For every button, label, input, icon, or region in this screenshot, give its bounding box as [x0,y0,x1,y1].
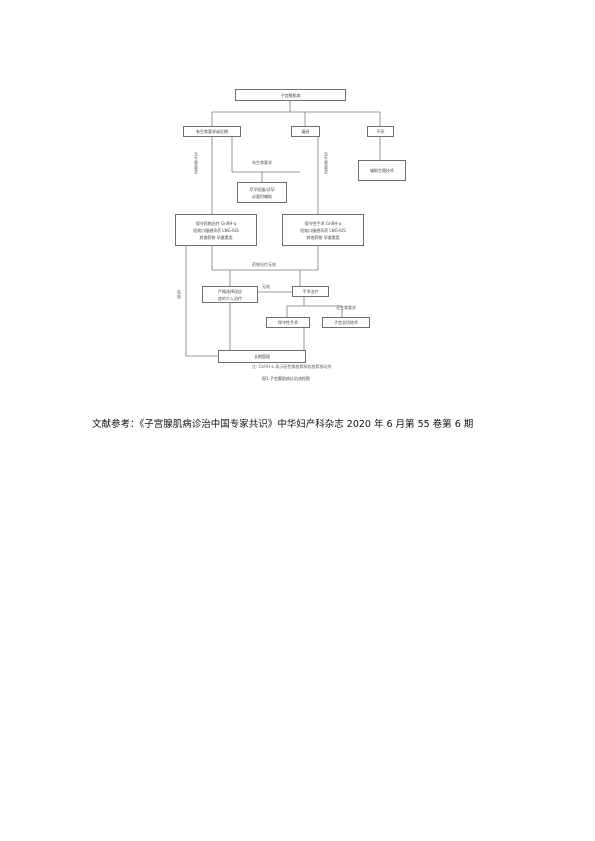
box-intervention: 严格选择适应 症的介入治疗 [202,286,258,303]
box-conservative-surgery: 保守性手术 [266,317,310,328]
box-followup: 长期管理 [218,350,306,363]
box-infertile: 不孕 [367,126,394,137]
box-pregnancy: 尽早妊娠/试孕 必要时辅助 [237,182,287,203]
label-has-fertility: 有生育要求 [252,160,272,165]
label-no-fertility-left: 无生育要求 [194,152,199,175]
label-invalid: 无效 [262,284,270,289]
box-pain: 痛经 [291,126,320,137]
figure-caption: 图1 子宫腺肌病诊治流程图 [262,376,310,381]
label-no-fertility-small: 无生育要求 [336,305,356,310]
figure-note: 注: GnRH-a 表示促性腺激素释放激素激动剂 [252,364,332,369]
label-side: 有效 [177,290,182,299]
box-adenomyosis: 子宫腺肌病 [235,89,346,101]
box-medical-right: 保守性手术 GnRH-a 短效口服避孕药 LNG-IUS 其他药物 孕激素类 [282,214,364,246]
box-medical-left: 保守药物治疗 GnRH-a 短效口服避孕药 LNG-IUS 其他药物 孕激素类 [175,214,257,246]
label-no-fertility-right: 无生育要求 [324,152,329,175]
box-fertility: 有生育要求或近期 [183,126,241,137]
label-drug-fail: 药物治疗无效 [252,262,276,267]
flowchart-connectors [185,101,381,357]
reference-citation: 文献参考：《子宫腺肌病诊治中国专家共识》中华妇产科杂志 2020 年 6 月第 … [92,419,474,430]
box-ivf: 辅助生殖技术 [358,160,406,181]
flowchart-figure: 子宫腺肌病 有生育要求或近期 痛经 不孕 辅助生殖技术 尽早妊娠/试孕 必要时辅… [0,0,595,400]
box-surgery: 手术治疗 [292,286,329,297]
box-hysterectomy: 子宫全切除术 [322,317,370,328]
